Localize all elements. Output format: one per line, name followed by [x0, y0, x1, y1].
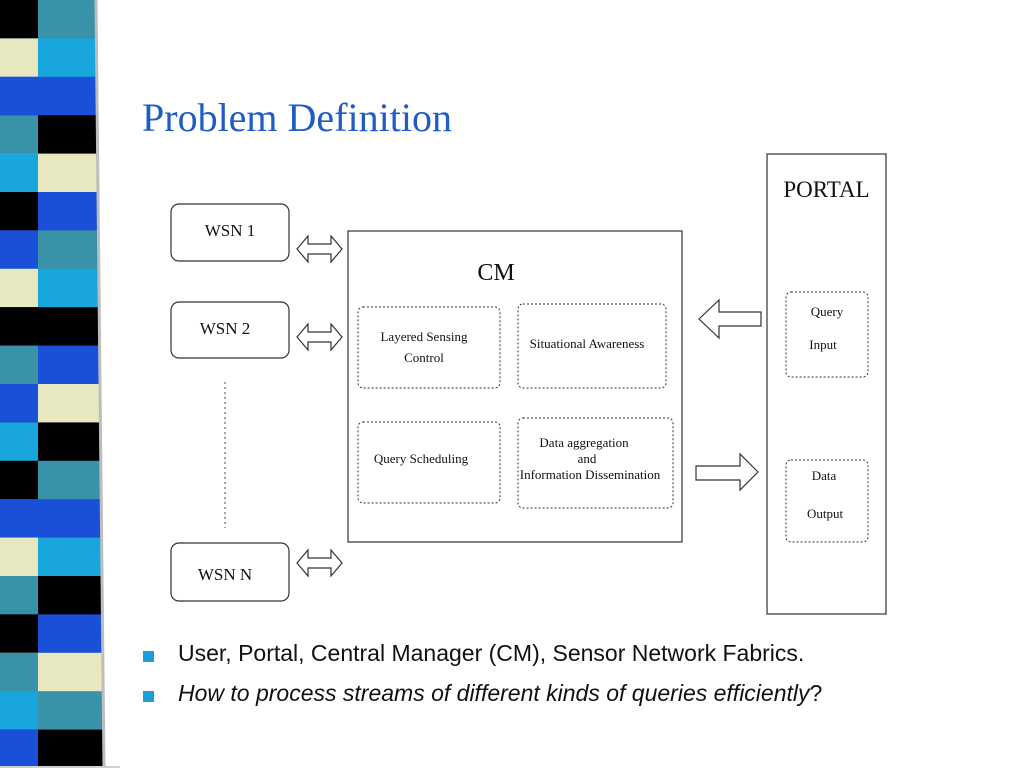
query-scheduling-module [357, 421, 501, 504]
portal-box [766, 153, 887, 615]
layered-sensing-module [357, 306, 501, 389]
layered-sensing-line1: Layered Sensing [380, 329, 468, 344]
wsn-1-label: WSN 1 [204, 221, 256, 240]
situational-awareness-module [517, 303, 667, 389]
stripe-band-inner [0, 576, 38, 615]
stripe-band-inner [0, 230, 38, 270]
stripe-band-inner [0, 537, 38, 577]
stripe-band-inner [0, 307, 38, 347]
decorative-stripe [0, 0, 120, 768]
stripe-band-inner [0, 729, 38, 768]
stripe-band-inner [0, 115, 38, 155]
data-aggregation-line1: Data aggregation [539, 435, 629, 450]
stripe-band-inner [0, 192, 38, 231]
bullet-italic-text: How to process streams of different kind… [178, 680, 810, 706]
stripe-band-inner [0, 422, 38, 462]
stripe-band-inner [0, 345, 38, 385]
bullet-text: How to process streams of different kind… [178, 680, 822, 707]
portal-title: PORTAL [783, 177, 870, 202]
query-scheduling-label: Query Scheduling [373, 451, 469, 466]
slide-title: Problem Definition [142, 95, 452, 140]
stripe-band-inner [0, 0, 38, 39]
stripe-band-inner [0, 153, 38, 193]
stripe-band-inner [0, 384, 38, 423]
layered-sensing-line2: Control [404, 350, 444, 365]
stripe-band-inner [0, 499, 38, 539]
stripe-band-inner [0, 691, 38, 731]
square-bullet-icon [143, 691, 154, 702]
wsn-2-double-arrow [296, 322, 343, 352]
cm-box [347, 230, 683, 543]
stripe-band-inner [0, 76, 38, 116]
data-aggregation-module [517, 417, 674, 509]
wsn-n-double-arrow [296, 548, 343, 578]
wsn-1-box [170, 203, 290, 262]
data-arrow-right [695, 452, 759, 492]
stripe-band-inner [0, 652, 38, 692]
data-output-module [785, 459, 869, 543]
stripe-band-inner [0, 268, 38, 308]
wsn-1-double-arrow [296, 234, 343, 264]
cm-title: CM [477, 260, 515, 286]
data-output-line2: Output [806, 506, 844, 521]
query-input-module [785, 291, 869, 378]
bullet-text: User, Portal, Central Manager (CM), Sens… [178, 640, 805, 666]
square-bullet-icon [143, 651, 154, 662]
wsn-n-box [170, 542, 290, 602]
wsn-n-label: WSN N [197, 565, 253, 584]
wsn-2-box [170, 301, 290, 359]
query-input-line1: Query [810, 304, 844, 319]
data-output-line1: Data [811, 468, 837, 483]
data-aggregation-line2: and [577, 451, 597, 466]
wsn-2-label: WSN 2 [199, 319, 251, 338]
bullet-suffix: ? [809, 680, 823, 706]
stripe-band-inner [0, 614, 38, 654]
data-aggregation-line3: Information Dissemination [519, 467, 661, 482]
stripe-band-inner [0, 38, 38, 78]
query-input-line2: Input [809, 337, 837, 352]
situational-awareness-label: Situational Awareness [529, 336, 645, 351]
query-arrow-left [698, 298, 762, 340]
stripe-band-inner [0, 460, 38, 500]
